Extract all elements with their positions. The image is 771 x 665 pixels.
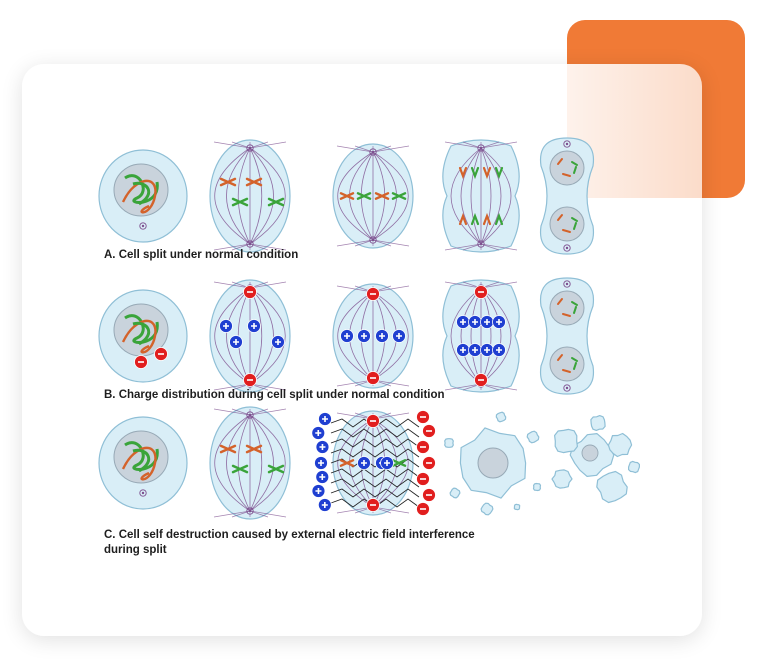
negative-charge	[423, 457, 436, 470]
anaphase-cell	[443, 140, 519, 252]
metaphase-cell	[333, 284, 413, 388]
caption-row-c: C. Cell self destruction caused by exter…	[104, 528, 494, 558]
negative-charge	[244, 286, 257, 299]
positive-charge	[319, 413, 332, 426]
negative-charge	[135, 356, 148, 369]
cell-fragment	[629, 461, 640, 472]
disintegrating-cell	[445, 412, 541, 515]
daughter-nucleus	[550, 207, 584, 241]
negative-charge	[417, 473, 430, 486]
negative-charge	[423, 489, 436, 502]
positive-charge	[315, 457, 328, 470]
fragmented-cell	[552, 416, 639, 503]
cell-debris	[496, 412, 505, 422]
negative-charge	[475, 374, 488, 387]
negative-charge	[367, 415, 380, 428]
cell-debris	[534, 484, 541, 491]
positive-charge	[469, 316, 482, 329]
prometaphase-cell	[210, 407, 290, 519]
negative-charge	[417, 441, 430, 454]
daughter-nucleus	[550, 347, 584, 381]
nucleus-remnant	[582, 445, 598, 461]
anaphase-cell	[443, 280, 519, 392]
negative-charge	[367, 499, 380, 512]
positive-charge	[220, 320, 233, 333]
negative-charge	[417, 503, 430, 516]
metaphase-external-field-cell	[312, 411, 436, 516]
positive-charge	[358, 330, 371, 343]
positive-charge	[457, 316, 470, 329]
positive-charge	[248, 320, 261, 333]
interphase-cell	[99, 150, 187, 242]
positive-charge	[481, 316, 494, 329]
daughter-nucleus	[550, 151, 584, 185]
cell-fragment	[552, 470, 572, 488]
positive-charge	[316, 471, 329, 484]
cell-debris	[527, 431, 539, 443]
positive-charge	[493, 316, 506, 329]
positive-charge	[376, 330, 389, 343]
cell-debris	[445, 439, 454, 448]
positive-charge	[312, 485, 325, 498]
positive-charge	[457, 344, 470, 357]
negative-charge	[367, 288, 380, 301]
interphase-cell	[99, 290, 187, 382]
positive-charge	[493, 344, 506, 357]
prometaphase-cell	[210, 280, 290, 392]
positive-charge	[318, 499, 331, 512]
positive-charge	[481, 344, 494, 357]
positive-charge	[469, 344, 482, 357]
cell-debris	[514, 504, 519, 509]
cell-debris	[481, 503, 493, 515]
cell-fragment	[591, 416, 605, 431]
negative-charge	[367, 372, 380, 385]
positive-charge	[358, 457, 371, 470]
nucleus	[114, 431, 168, 483]
positive-charge	[393, 330, 406, 343]
telophase-cell	[541, 278, 594, 394]
negative-charge	[423, 425, 436, 438]
positive-charge	[341, 330, 354, 343]
caption-row-b: B. Charge distribution during cell split…	[104, 388, 445, 403]
cell-fragment	[597, 472, 627, 503]
negative-charge	[475, 286, 488, 299]
negative-charge	[417, 411, 430, 424]
nucleus	[114, 164, 168, 216]
negative-charge	[244, 374, 257, 387]
positive-charge	[230, 336, 243, 349]
metaphase-cell	[333, 144, 413, 248]
positive-charge	[316, 441, 329, 454]
negative-charge	[155, 348, 168, 361]
prometaphase-cell	[210, 140, 290, 252]
cell-fragment	[555, 429, 578, 452]
telophase-cell	[541, 138, 594, 254]
cell-debris	[450, 488, 460, 498]
caption-row-a: A. Cell split under normal condition	[104, 248, 298, 263]
interphase-cell	[99, 417, 187, 509]
nucleus	[478, 448, 508, 478]
positive-charge	[312, 427, 325, 440]
daughter-nucleus	[550, 291, 584, 325]
positive-charge	[381, 457, 394, 470]
positive-charge	[272, 336, 285, 349]
